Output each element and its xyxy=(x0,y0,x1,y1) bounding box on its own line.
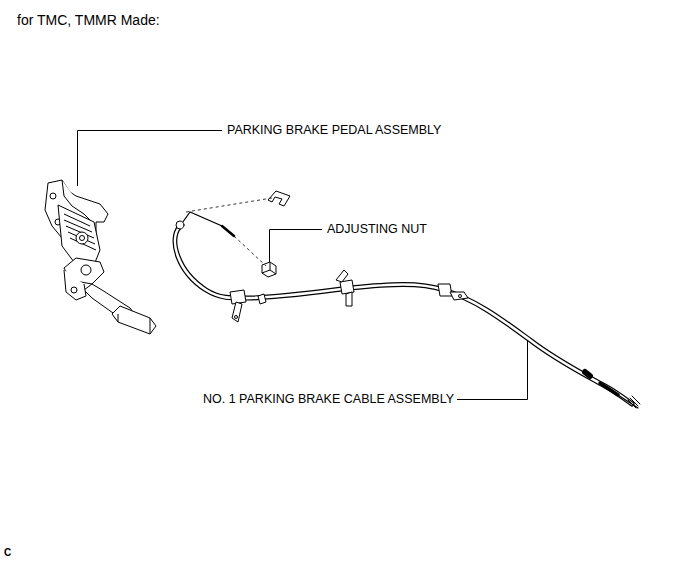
figure-code: C xyxy=(3,547,12,559)
cable-brackets xyxy=(230,270,468,322)
assembly-dash-lines xyxy=(186,198,272,266)
leader-lines xyxy=(78,131,528,400)
part-name: PARKING BRAKE PEDAL ASSEMBLY xyxy=(226,123,442,138)
part-name: ADJUSTING NUT xyxy=(326,222,428,237)
page-title: for TMC, TMMR Made: xyxy=(16,12,161,29)
clip-and-nut xyxy=(262,191,290,277)
cable-assembly xyxy=(175,212,640,408)
part-name: NO. 1 PARKING BRAKE CABLE ASSEMBLY xyxy=(202,392,455,407)
pedal-assembly xyxy=(45,180,156,334)
